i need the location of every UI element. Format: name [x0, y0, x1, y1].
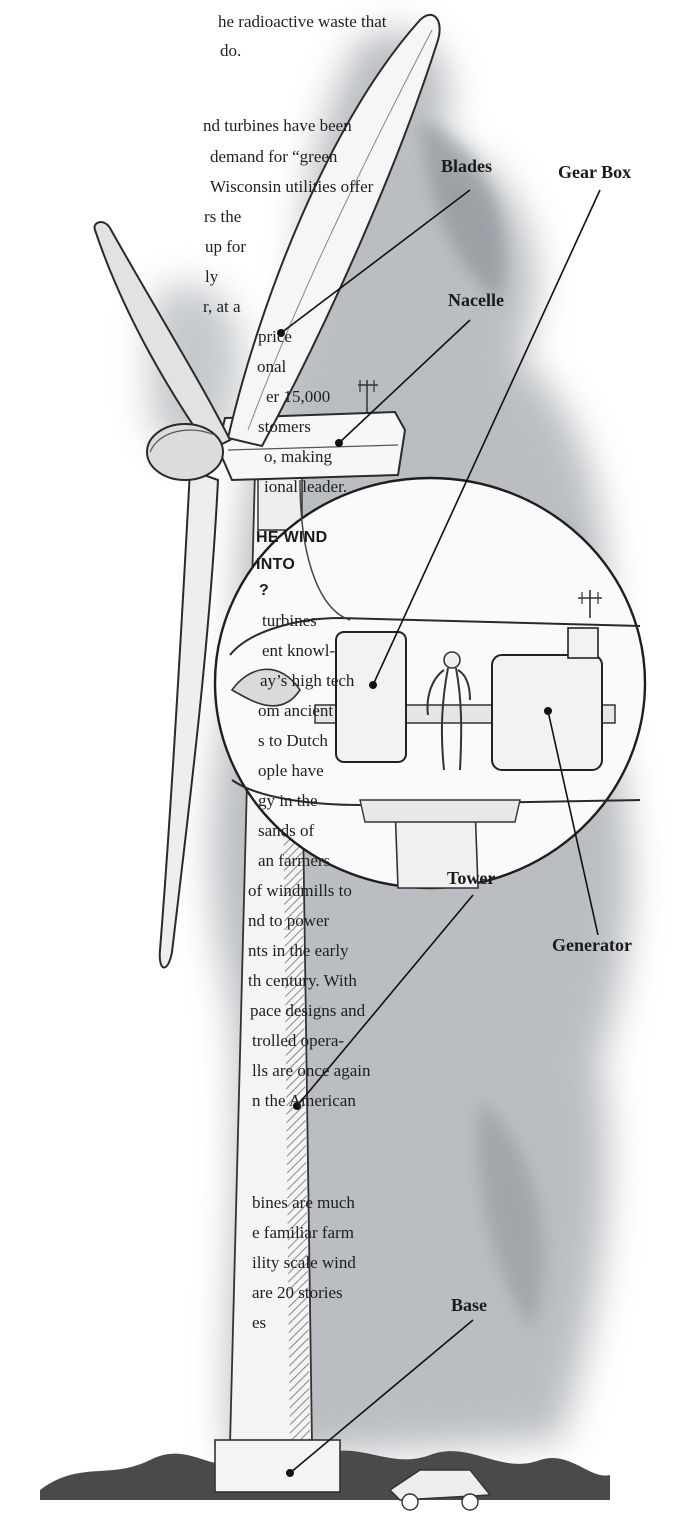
text-line: of windmills to — [248, 879, 352, 903]
text-line: ent knowl- — [262, 639, 335, 663]
text-line: es — [252, 1311, 266, 1335]
text-line: om ancient — [258, 699, 333, 723]
text-line: r, at a — [203, 295, 241, 319]
label-nacelle: Nacelle — [448, 290, 504, 311]
text-line: er 15,000 — [266, 385, 330, 409]
label-generator: Generator — [552, 935, 632, 956]
text-line: he radioactive waste that — [218, 10, 387, 34]
text-line: bines are much — [252, 1191, 355, 1215]
text-line: e familiar farm — [252, 1221, 354, 1245]
text-line: an farmers — [258, 849, 330, 873]
text-line: rs the — [204, 205, 241, 229]
text-line: trolled opera- — [252, 1029, 344, 1053]
text-line: nd turbines have been — [203, 114, 352, 138]
text-line: nd to power — [248, 909, 329, 933]
label-blades: Blades — [441, 156, 492, 177]
text-line: ility scale wind — [252, 1251, 356, 1275]
text-line: up for — [205, 235, 246, 259]
text-line: stomers — [258, 415, 311, 439]
text-line: gy in the — [258, 789, 318, 813]
text-line: th century. With — [248, 969, 357, 993]
text-line: do. — [220, 39, 241, 63]
text-line: ay’s high tech — [260, 669, 354, 693]
text-line: ople have — [258, 759, 324, 783]
text-line: o, making — [264, 445, 332, 469]
text-line: n the American — [252, 1089, 356, 1113]
section-heading-line: ? — [259, 580, 269, 602]
label-tower: Tower — [447, 868, 495, 889]
text-line: s to Dutch — [258, 729, 328, 753]
text-line: price — [258, 325, 292, 349]
text-line: sands of — [258, 819, 314, 843]
text-line: demand for “green — [210, 145, 337, 169]
text-line: nts in the early — [248, 939, 349, 963]
label-base: Base — [451, 1295, 487, 1316]
section-heading-line: HE WIND — [256, 527, 327, 549]
label-gear-box: Gear Box — [558, 162, 631, 183]
text-line: Wisconsin utilities offer — [210, 175, 373, 199]
text-line: pace designs and — [250, 999, 365, 1023]
text-line: lls are once again — [252, 1059, 370, 1083]
text-line: ly — [205, 265, 218, 289]
ground-and-base — [40, 1440, 610, 1510]
text-line: are 20 stories — [252, 1281, 343, 1305]
text-line: onal — [257, 355, 286, 379]
section-heading-line: INTO — [256, 554, 295, 576]
text-line: turbines — [262, 609, 317, 633]
text-line: ional leader. — [264, 475, 347, 499]
